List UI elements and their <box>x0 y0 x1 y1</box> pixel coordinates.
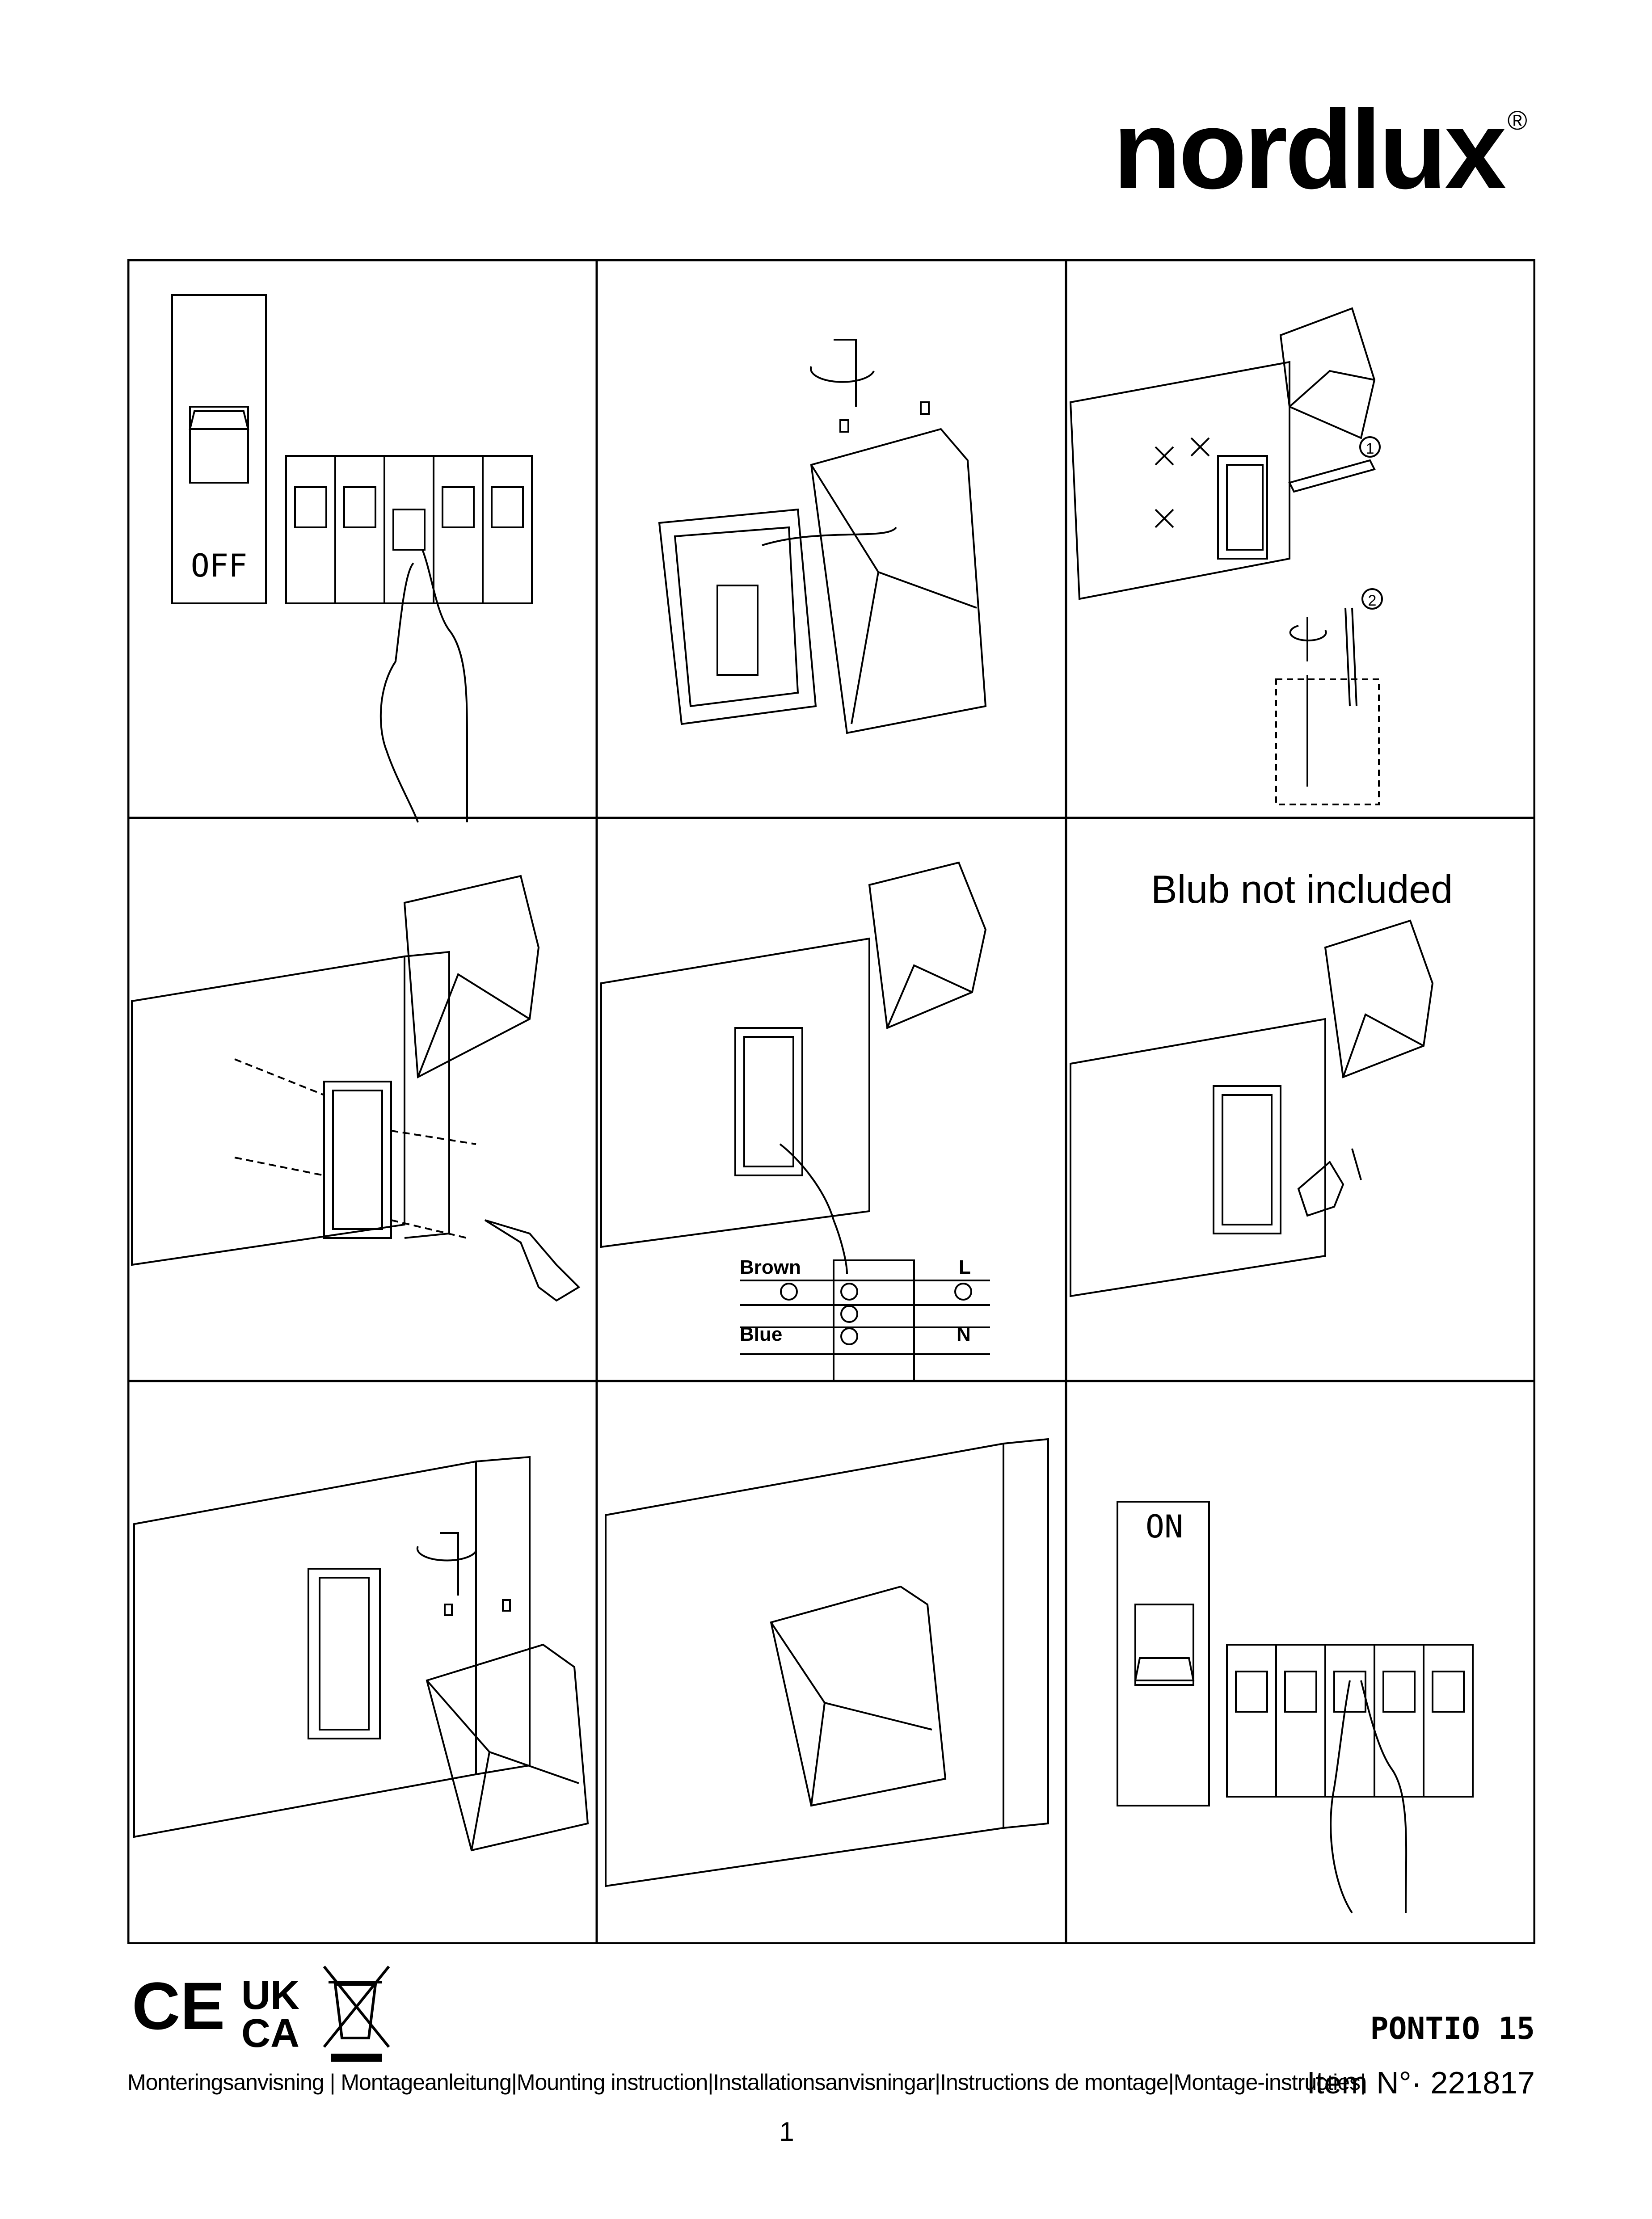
on-label: ON <box>1146 1508 1183 1545</box>
wire-brown-label: Brown <box>740 1256 801 1278</box>
ukca-mark-top: UK <box>241 1973 299 2018</box>
wire-neutral-label: N <box>957 1323 971 1345</box>
bulb-not-included-caption: Blub not included <box>1151 867 1453 911</box>
step5-wiring-illustration <box>600 861 990 1382</box>
step1-switch-off-illustration <box>171 294 533 823</box>
ukca-mark-bottom: CA <box>241 2011 299 2056</box>
item-number: 221817 <box>1430 2065 1535 2100</box>
logo-text: nordlux <box>1113 87 1507 212</box>
instruction-grid: OFF 1 2 <box>127 259 1535 1944</box>
grid-lines <box>127 259 1535 1944</box>
instructions-languages: Monteringsanvisning | Montageanleitung|M… <box>127 2070 1366 2095</box>
item-number-block: Item N°· 221817 <box>1307 2065 1535 2101</box>
ce-mark: CE <box>132 1968 225 2043</box>
step8-finished-illustration <box>605 1438 1049 1887</box>
registered-mark: ® <box>1507 105 1527 135</box>
step3-mark-and-drill-illustration <box>1069 307 1383 805</box>
off-label: OFF <box>191 547 247 584</box>
wire-blue-label: Blue <box>740 1323 782 1345</box>
page-number: 1 <box>779 2117 794 2147</box>
nordlux-logo: nordlux® <box>1113 94 1527 206</box>
weee-bin-icon <box>323 1966 390 2062</box>
marker-1: 1 <box>1366 440 1374 457</box>
wire-live-label: L <box>959 1256 971 1278</box>
step9-switch-on-illustration <box>1117 1501 1474 1914</box>
marker-2: 2 <box>1368 592 1377 609</box>
step6-bulb-illustration <box>1070 919 1434 1297</box>
step2-remove-cover-illustration <box>658 339 987 734</box>
certification-marks: CE UK CA <box>132 1962 409 2067</box>
step7-replace-cover-illustration <box>133 1456 589 1852</box>
product-name: PONTIO 15 <box>1370 2011 1535 2046</box>
item-label: Item N°· <box>1306 2065 1422 2100</box>
marks-svg: CE UK CA <box>132 1966 390 2062</box>
step4-screw-base-illustration <box>131 875 581 1302</box>
